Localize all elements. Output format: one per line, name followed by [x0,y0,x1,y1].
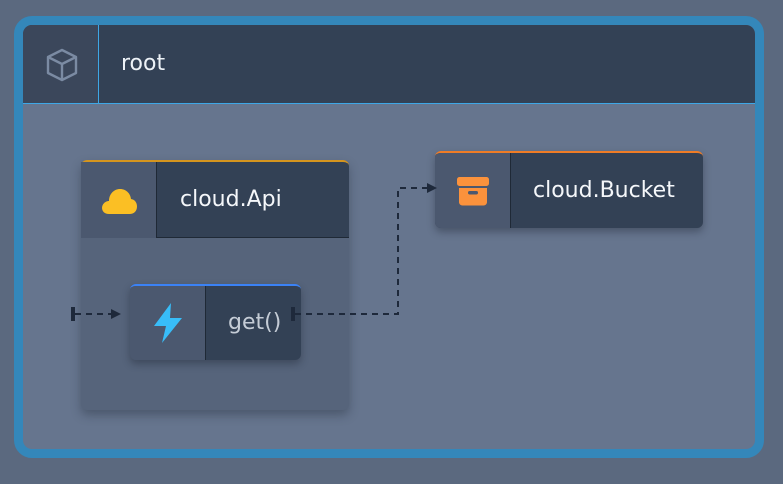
root-title: root [121,51,166,76]
root-icon-cell [23,25,99,103]
bucket-icon-cell [435,153,511,228]
api-icon-cell [81,162,157,238]
api-node-label: cloud.Api [180,187,282,212]
bucket-node-label: cloud.Bucket [533,178,675,203]
cube-icon [46,48,78,82]
get-icon-cell [130,286,206,360]
root-container: root cloud.Api get() [14,16,764,458]
bucket-node[interactable]: cloud.Bucket [435,151,703,228]
cloud-icon [102,189,137,214]
root-header[interactable]: root [23,25,755,104]
api-node[interactable]: cloud.Api get() [81,160,349,410]
api-node-header[interactable]: cloud.Api [81,160,349,238]
lightning-icon [154,303,182,343]
get-node-label: get() [228,310,282,335]
get-node[interactable]: get() [130,284,301,360]
get-label-cell: get() [206,286,301,360]
bucket-icon [457,177,489,206]
